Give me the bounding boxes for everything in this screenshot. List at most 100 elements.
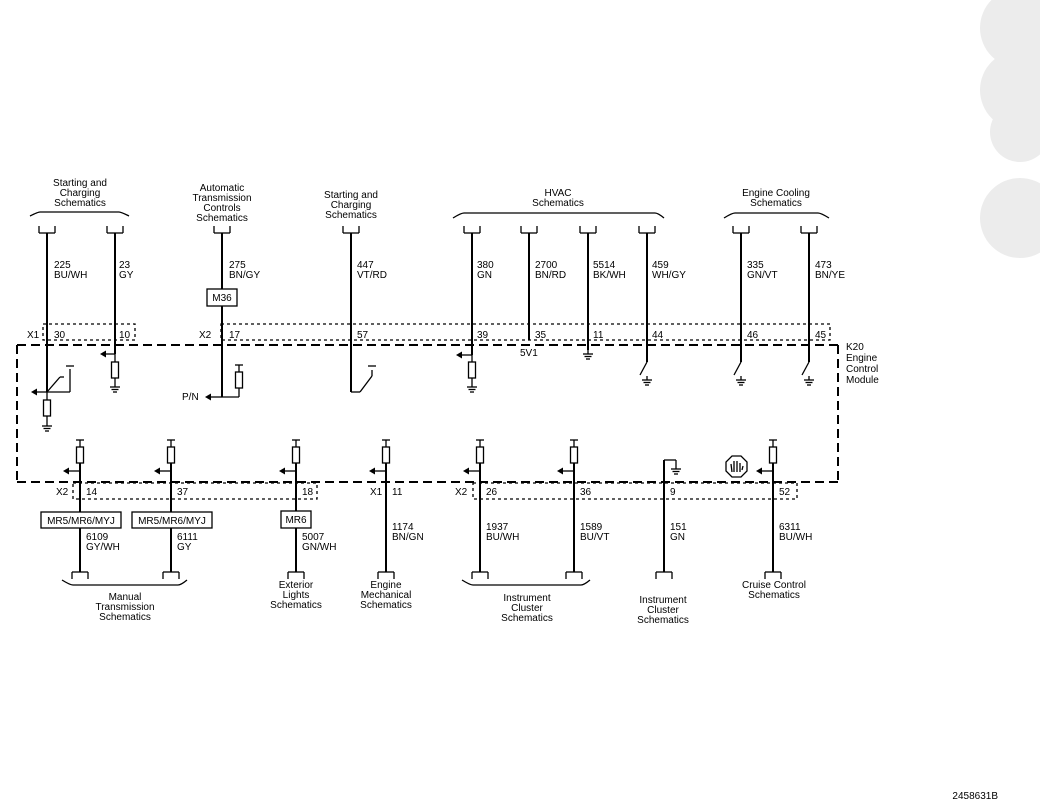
ecm-boundary	[16, 344, 839, 483]
svg-text:30: 30	[54, 330, 66, 341]
bottom-ref-engine-mechanical: Engine Mechanical Schematics	[360, 580, 412, 611]
svg-text:Cluster: Cluster	[511, 603, 543, 614]
svg-text:Schematics: Schematics	[637, 615, 689, 626]
svg-text:P/N: P/N	[182, 392, 199, 403]
svg-text:Instrument: Instrument	[639, 595, 686, 606]
svg-text:57: 57	[357, 330, 369, 341]
svg-text:18: 18	[302, 487, 314, 498]
svg-text:X1: X1	[370, 487, 383, 498]
wire-380: 380 GN 39	[456, 233, 494, 393]
wire-151: 9 151 GN	[663, 459, 687, 572]
wire-5007: 18 MR6 5007 GN/WH	[279, 463, 336, 572]
svg-text:GY: GY	[177, 542, 192, 553]
svg-text:Schematics: Schematics	[325, 210, 377, 221]
top-ref-hvac: HVAC Schematics	[532, 188, 584, 209]
svg-text:Cluster: Cluster	[647, 605, 679, 616]
svg-text:Control: Control	[846, 364, 878, 375]
svg-text:447: 447	[357, 260, 374, 271]
svg-text:6311: 6311	[779, 522, 801, 533]
svg-text:Schematics: Schematics	[270, 600, 322, 611]
svg-text:151: 151	[670, 522, 687, 533]
svg-text:GN/VT: GN/VT	[747, 270, 778, 281]
svg-text:Instrument: Instrument	[503, 593, 550, 604]
svg-text:Cruise Control: Cruise Control	[742, 580, 806, 591]
svg-text:BN/RD: BN/RD	[535, 270, 566, 281]
svg-text:MR5/MR6/MYJ: MR5/MR6/MYJ	[47, 516, 115, 527]
svg-text:36: 36	[580, 487, 592, 498]
svg-text:GY/WH: GY/WH	[86, 542, 120, 553]
svg-text:Module: Module	[846, 375, 879, 386]
svg-text:45: 45	[815, 330, 827, 341]
svg-text:1589: 1589	[580, 522, 603, 533]
top-connector-x1: X1	[27, 323, 136, 341]
svg-text:K20: K20	[846, 342, 864, 353]
bottom-connector-x2-right: X2	[455, 482, 798, 500]
svg-text:37: 37	[177, 487, 189, 498]
svg-text:Schematics: Schematics	[501, 613, 553, 624]
wire-447: 447 VT/RD 57	[350, 233, 387, 393]
svg-text:BN/GY: BN/GY	[229, 270, 260, 281]
svg-text:Charging: Charging	[331, 200, 372, 211]
top-ref-automatic-transmission: Automatic Transmission Controls Schemati…	[192, 183, 251, 224]
bottom-ref-cruise-control: Cruise Control Schematics	[742, 580, 806, 601]
wire-473: 473 BN/YE 45	[801, 233, 845, 386]
wire-459: 459 WH/GY 44	[639, 233, 686, 386]
svg-text:Engine: Engine	[370, 580, 402, 591]
svg-text:BU/VT: BU/VT	[580, 532, 609, 543]
svg-text:Schematics: Schematics	[748, 590, 800, 601]
wire-5514: 5514 BK/WH 11	[582, 233, 626, 360]
bottom-connector-x1: X1	[370, 487, 383, 498]
wire-6111: 37 MR5/MR6/MYJ 6111 GY	[131, 463, 213, 572]
svg-text:WH/GY: WH/GY	[652, 270, 686, 281]
svg-text:1174: 1174	[392, 522, 414, 533]
svg-text:GN: GN	[670, 532, 685, 543]
bottom-ref-manual-transmission: Manual Transmission Schematics	[95, 592, 154, 623]
esd-sensitive-icon	[725, 455, 748, 478]
svg-text:BN/GN: BN/GN	[392, 532, 424, 543]
wire-335: 335 GN/VT 46	[733, 233, 778, 386]
bottom-ref-instrument-cluster-1: Instrument Cluster Schematics	[501, 593, 553, 624]
figure-id: 2458631B	[952, 791, 998, 802]
bottom-connector-x2-left: X2	[56, 482, 318, 500]
svg-text:Schematics: Schematics	[196, 213, 248, 224]
svg-text:BK/WH: BK/WH	[593, 270, 626, 281]
svg-text:44: 44	[652, 330, 664, 341]
svg-text:Schematics: Schematics	[99, 612, 151, 623]
svg-text:1937: 1937	[486, 522, 509, 533]
svg-text:Lights: Lights	[283, 590, 310, 601]
wire-23: 23 GY 10	[100, 233, 134, 393]
wire-1589: 36 1589 BU/VT	[557, 463, 609, 572]
svg-text:459: 459	[652, 260, 669, 271]
svg-text:Starting and: Starting and	[324, 190, 378, 201]
top-connector-x2: X2	[199, 323, 831, 341]
bottom-ref-instrument-cluster-2: Instrument Cluster Schematics	[637, 595, 689, 626]
svg-text:HVAC: HVAC	[544, 188, 571, 199]
svg-text:BU/WH: BU/WH	[779, 532, 812, 543]
svg-text:GN/WH: GN/WH	[302, 542, 336, 553]
svg-text:2700: 2700	[535, 260, 558, 271]
svg-text:17: 17	[229, 330, 241, 341]
svg-text:Exterior: Exterior	[279, 580, 314, 591]
svg-text:35: 35	[535, 330, 547, 341]
svg-text:X2: X2	[199, 330, 212, 341]
svg-text:225: 225	[54, 260, 71, 271]
svg-text:MR6: MR6	[285, 515, 307, 526]
wire-275: 275 BN/GY M36 17 P/N	[182, 233, 260, 403]
svg-text:335: 335	[747, 260, 764, 271]
wire-1174: 11 1174 BN/GN	[369, 463, 424, 572]
svg-text:BU/WH: BU/WH	[54, 270, 87, 281]
top-ref-starting-charging-2: Starting and Charging Schematics	[324, 190, 378, 221]
option-box-mr5-2: MR5/MR6/MYJ	[131, 511, 213, 529]
svg-text:VT/RD: VT/RD	[357, 270, 387, 281]
svg-text:6109: 6109	[86, 532, 109, 543]
svg-text:5007: 5007	[302, 532, 325, 543]
svg-text:5V1: 5V1	[520, 348, 538, 359]
svg-text:Transmission: Transmission	[95, 602, 154, 613]
svg-text:5514: 5514	[593, 260, 616, 271]
wire-6109: 14 MR5/MR6/MYJ 6109 GY/WH	[40, 463, 122, 572]
svg-text:Manual: Manual	[109, 592, 142, 603]
module-label: K20 Engine Control Module	[846, 342, 879, 386]
svg-text:11: 11	[593, 330, 604, 341]
svg-text:X2: X2	[455, 487, 468, 498]
